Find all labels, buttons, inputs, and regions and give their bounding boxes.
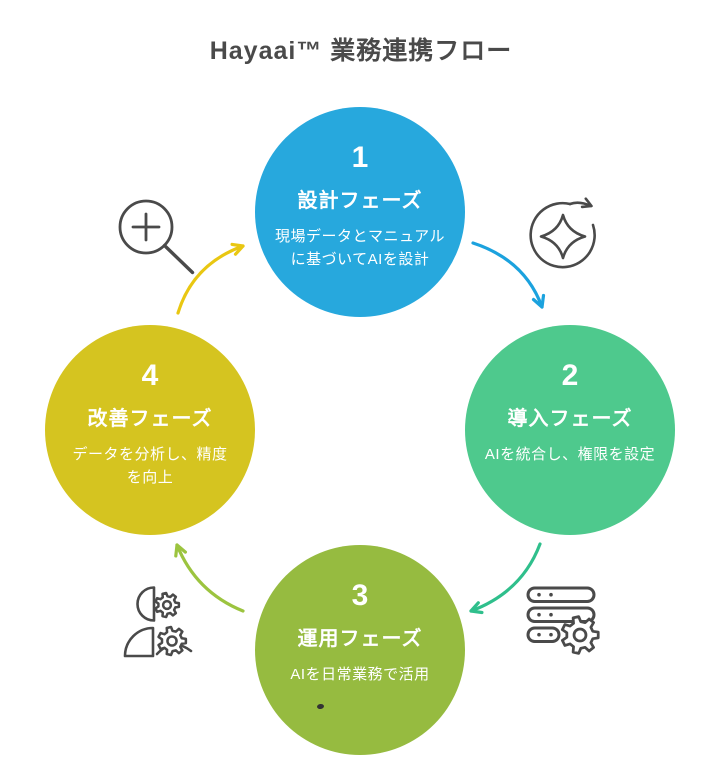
- phase-description: データを分析し、精度 を向上: [72, 446, 228, 486]
- arrow-curve: [175, 543, 245, 613]
- phase-2-circle: 2 導入フェーズ AIを統合し、権限を設定: [465, 325, 675, 535]
- db-dots: [537, 592, 553, 637]
- arrowhead: [174, 543, 187, 558]
- phase-number: 3: [351, 579, 369, 612]
- phase-4-circle: 4 改善フェーズ データを分析し、精度 を向上: [45, 325, 255, 535]
- magnifier-lens: [118, 199, 174, 255]
- arrow-phase1-to-phase2: [471, 241, 546, 309]
- phase-1-circle: 1 設計フェーズ 現場データとマニュアル に基づいてAIを設計: [255, 107, 465, 317]
- person-body: [123, 626, 155, 658]
- arrow-phase2-to-phase3: [469, 542, 542, 615]
- person-head: [136, 586, 156, 622]
- phase-number: 2: [561, 359, 579, 392]
- phase-description: 現場データとマニュアル に基づいてAIを設計: [274, 228, 446, 268]
- phase-title: 改善フェーズ: [87, 408, 213, 430]
- arrow-phase4-to-phase1: [176, 242, 245, 315]
- arrowhead: [469, 601, 484, 615]
- arrow-curve: [469, 542, 542, 613]
- db-gear: [560, 615, 600, 655]
- arrowhead: [531, 293, 546, 309]
- db-row-2: [526, 606, 596, 623]
- phase-title: 導入フェーズ: [507, 408, 633, 430]
- arrow-curve: [471, 241, 544, 309]
- refresh-arrowhead: [580, 197, 593, 209]
- arrow-curve: [176, 244, 245, 315]
- head-gear: [154, 591, 181, 619]
- phase-title: 運用フェーズ: [297, 628, 423, 650]
- plus-glyph: [131, 212, 161, 242]
- arrow-phase3-to-phase4: [174, 543, 245, 613]
- arrowhead: [230, 242, 245, 256]
- phase-number: 4: [141, 359, 159, 392]
- phase-title: 設計フェーズ: [297, 190, 423, 212]
- db-row-3: [526, 626, 561, 643]
- phase-number: 1: [351, 141, 369, 174]
- refresh-sparkle-icon: [529, 197, 596, 269]
- refresh-arc: [529, 201, 596, 269]
- diagram-title: Hayaai™ 業務連携フロー: [209, 37, 513, 65]
- db-row-1: [526, 586, 596, 603]
- body-gear: [157, 625, 188, 657]
- phase-description: AIを日常業務で活用: [290, 666, 430, 683]
- person-gears-icon: [123, 586, 193, 658]
- sparkle-star: [539, 213, 587, 260]
- magnifier-handle: [162, 243, 195, 275]
- zoom-in-icon: [118, 199, 195, 275]
- database-gear-icon: [526, 586, 600, 655]
- phase-description: AIを統合し、権限を設定: [484, 446, 656, 463]
- phase-3-circle: 3 運用フェーズ AIを日常業務で活用: [255, 545, 465, 755]
